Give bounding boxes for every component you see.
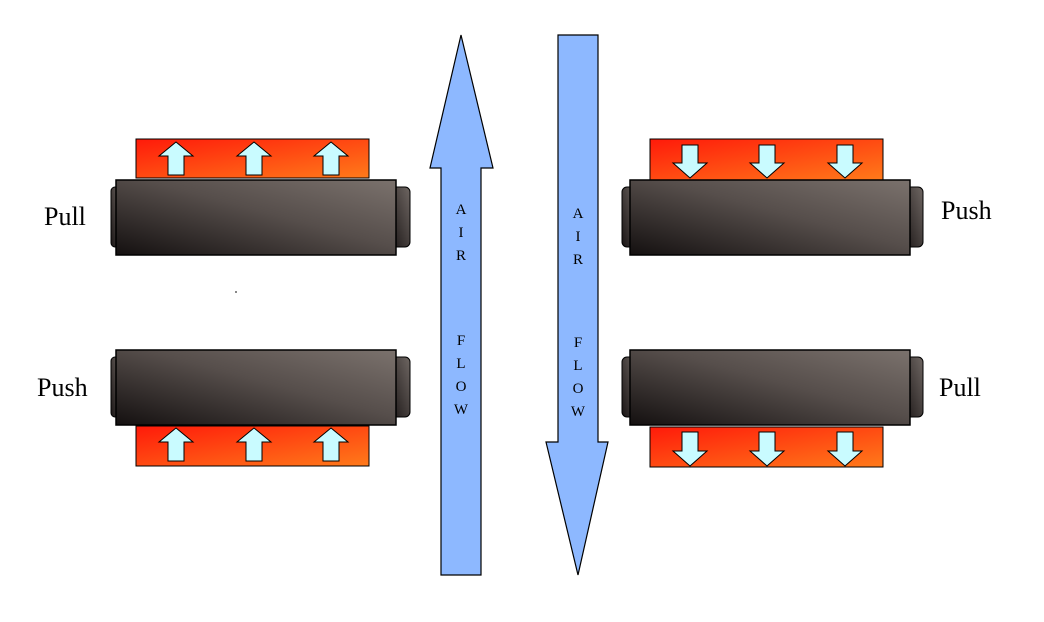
up-arrow-icon	[235, 141, 273, 176]
label-top-right: Push	[941, 196, 992, 225]
down-arrow-icon	[748, 431, 786, 467]
up-arrow-icon	[312, 427, 350, 462]
airflow-letter: A	[573, 206, 584, 222]
airflow-letter: W	[571, 404, 586, 420]
airflow-letter: L	[573, 358, 582, 374]
fan-body	[629, 179, 911, 256]
airflow-letter: F	[574, 335, 582, 351]
fan-top-left	[110, 138, 411, 256]
up-arrow-icon	[157, 141, 195, 176]
up-arrow-icon	[312, 141, 350, 176]
airflow-letter: A	[456, 202, 467, 218]
airflow-letter: R	[456, 248, 466, 264]
airflow-letter: F	[457, 333, 465, 349]
down-arrow-icon	[671, 431, 709, 467]
airflow-up-arrow	[429, 34, 494, 576]
airflow-letter: L	[456, 356, 465, 372]
airflow-letter: O	[573, 381, 584, 397]
fan-top-right	[621, 138, 924, 256]
label-top-left: Pull	[44, 202, 86, 231]
stray-dot	[235, 291, 237, 293]
label-bottom-right: Pull	[939, 373, 981, 402]
down-arrow-icon	[826, 144, 864, 179]
up-arrow-icon	[235, 427, 273, 462]
airflow-down-arrow	[545, 34, 609, 576]
airflow-letter: W	[454, 402, 469, 418]
fan-bottom-left	[110, 349, 411, 467]
up-arrow-icon	[157, 427, 195, 462]
fan-body	[629, 349, 911, 426]
fan-bottom-right	[621, 349, 924, 468]
down-arrow-icon	[671, 144, 709, 179]
down-arrow-icon	[748, 144, 786, 179]
airflow-letter: O	[456, 379, 467, 395]
airflow-letter: R	[573, 252, 583, 268]
down-arrow-icon	[826, 431, 864, 467]
fan-body	[115, 179, 397, 256]
airflow-letter: I	[459, 225, 464, 241]
airflow-letter: I	[576, 229, 581, 245]
label-bottom-left: Push	[37, 373, 88, 402]
fan-body	[115, 349, 397, 426]
